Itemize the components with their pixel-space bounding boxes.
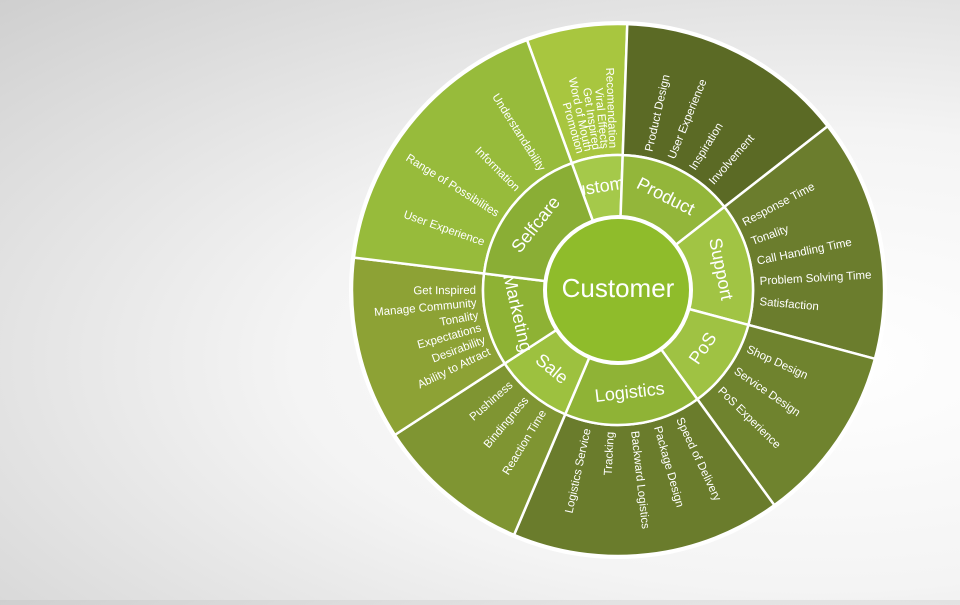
- center-circle: [543, 215, 693, 365]
- item-label-customer: Recomendation: [603, 67, 618, 148]
- item-label-logistics: Tracking: [603, 432, 617, 476]
- center-hub: Customer: [543, 215, 693, 365]
- item-label-customer: Viral Effects: [592, 87, 610, 149]
- item-label-marketing: Get Inspired: [413, 285, 476, 297]
- item-label-support: Satisfaction: [759, 296, 819, 313]
- center-label: Customer: [562, 273, 675, 303]
